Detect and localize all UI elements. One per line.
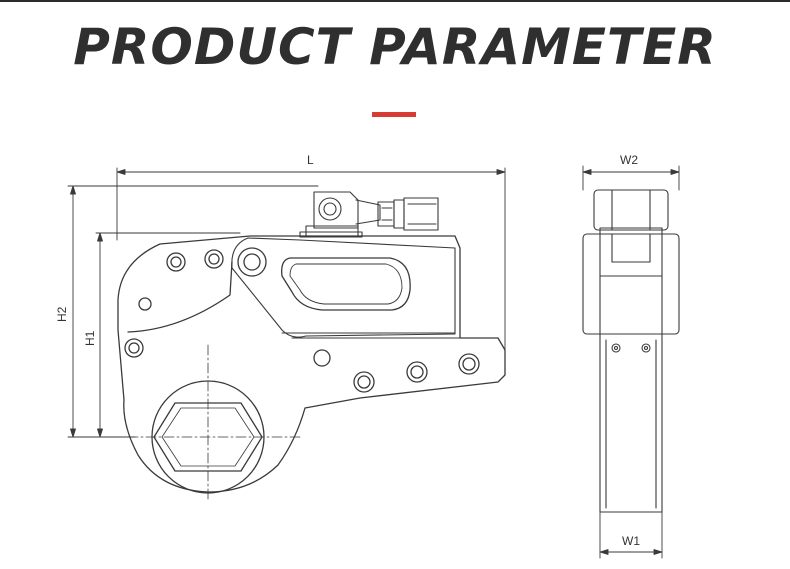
front-lower-plate [599, 333, 663, 513]
wrench-inner-line [127, 261, 233, 333]
link-arm [231, 237, 456, 338]
center-lines [127, 344, 301, 501]
bolt-holes [124, 247, 480, 393]
dimension-w2 [582, 165, 680, 191]
dimension-l-label: L [307, 153, 314, 167]
dimension-h1-label: H1 [83, 330, 97, 346]
link-slot [281, 257, 411, 311]
swivel-fitting [299, 191, 439, 238]
dimension-w1-label: W1 [622, 534, 640, 548]
front-top-nut [593, 189, 669, 235]
front-body [582, 233, 680, 335]
dimension-h2 [67, 185, 319, 438]
wrench-side-view: L H2 H1 [55, 153, 506, 501]
dimension-h1 [95, 232, 241, 438]
dimension-w2-label: W2 [620, 153, 638, 167]
dimension-h2-label: H2 [55, 306, 69, 322]
page-title: PRODUCT PARAMETER [73, 18, 717, 76]
wrench-body-outline [117, 235, 506, 493]
wrench-front-view: W2 [582, 153, 680, 559]
dimension-l [116, 167, 506, 351]
dimension-w1 [599, 511, 663, 559]
top-divider [0, 0, 790, 2]
title-accent-bar [372, 112, 416, 117]
